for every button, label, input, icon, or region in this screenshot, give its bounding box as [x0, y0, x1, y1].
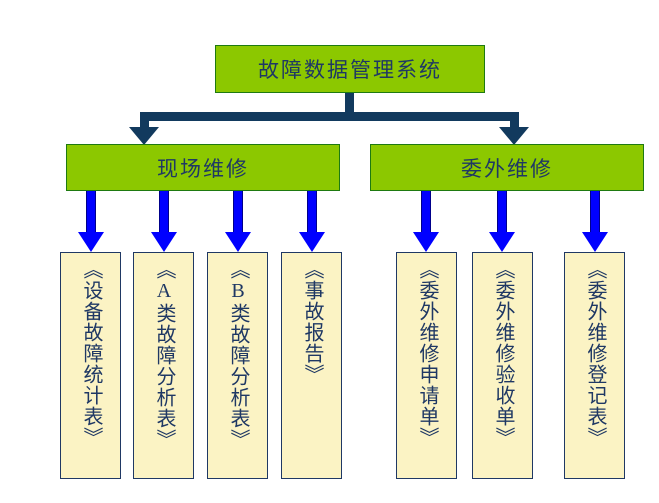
- arrow-shaft: [159, 191, 169, 234]
- node-document-1-label: 《A类故障分析表》: [153, 259, 175, 450]
- node-document-6-label: 《委外维修登记表》: [584, 259, 606, 448]
- arrow-icon-to-document-2: [223, 191, 253, 252]
- arrow-head: [78, 232, 104, 252]
- arrow-head: [489, 232, 515, 252]
- node-branch-onsite[interactable]: 现场维修: [66, 144, 340, 191]
- node-document-5-label: 《委外维修验收单》: [492, 259, 514, 448]
- node-document-3-label: 《事故报告》: [301, 259, 323, 385]
- node-document-6[interactable]: 《委外维修登记表》: [564, 252, 625, 479]
- node-document-4[interactable]: 《委外维修申请单》: [396, 252, 457, 479]
- arrow-shaft: [497, 191, 507, 234]
- node-document-1[interactable]: 《A类故障分析表》: [133, 252, 194, 479]
- node-document-0-label: 《设备故障统计表》: [80, 259, 102, 448]
- arrow-shaft: [421, 191, 431, 234]
- arrow-icon-to-document-6: [580, 191, 610, 252]
- arrowhead-icon-to-outsourced: [499, 127, 529, 145]
- node-document-2-label: 《B类故障分析表》: [227, 259, 249, 450]
- arrow-shaft: [86, 191, 96, 234]
- arrow-shaft: [233, 191, 243, 234]
- arrow-head: [413, 232, 439, 252]
- node-document-3[interactable]: 《事故报告》: [281, 252, 342, 479]
- arrow-head: [582, 232, 608, 252]
- arrow-head: [299, 232, 325, 252]
- connector-root-drop-left: [140, 112, 149, 129]
- arrow-icon-to-document-3: [297, 191, 327, 252]
- arrow-icon-to-document-4: [411, 191, 441, 252]
- connector-root-stem: [345, 93, 354, 112]
- node-branch-outsourced[interactable]: 委外维修: [370, 144, 644, 191]
- arrow-head: [225, 232, 251, 252]
- node-root-label: 故障数据管理系统: [258, 58, 442, 82]
- node-document-0[interactable]: 《设备故障统计表》: [60, 252, 121, 479]
- node-document-2[interactable]: 《B类故障分析表》: [207, 252, 268, 479]
- arrow-shaft: [307, 191, 317, 234]
- connector-root-drop-right: [510, 112, 519, 129]
- arrow-icon-to-document-1: [149, 191, 179, 252]
- arrow-icon-to-document-5: [487, 191, 517, 252]
- node-document-5[interactable]: 《委外维修验收单》: [472, 252, 533, 479]
- arrow-icon-to-document-0: [76, 191, 106, 252]
- node-branch-onsite-label: 现场维修: [157, 156, 249, 181]
- node-branch-outsourced-label: 委外维修: [461, 156, 553, 181]
- node-root[interactable]: 故障数据管理系统: [215, 45, 485, 93]
- arrowhead-icon-to-onsite: [129, 127, 159, 145]
- node-document-4-label: 《委外维修申请单》: [416, 259, 438, 448]
- arrow-shaft: [590, 191, 600, 234]
- arrow-head: [151, 232, 177, 252]
- connector-root-horizontal-bar: [140, 112, 519, 121]
